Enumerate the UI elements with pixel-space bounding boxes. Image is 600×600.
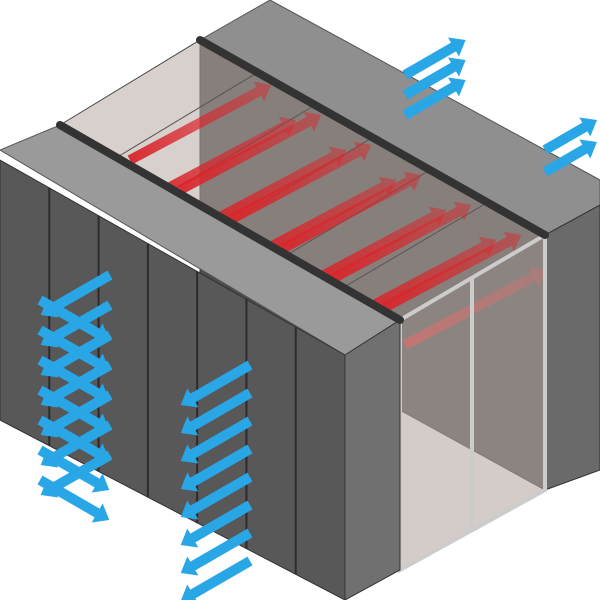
roof-divider xyxy=(116,72,258,158)
cold-air-arrow xyxy=(402,57,466,100)
cold-air-arrow xyxy=(40,270,113,318)
cold-air-arrows xyxy=(37,37,597,600)
cold-air-arrow xyxy=(542,139,597,177)
hot-air-arrow xyxy=(152,116,297,200)
cold-air-arrow xyxy=(40,300,113,348)
hot-air-arrow xyxy=(127,81,272,165)
front-rail xyxy=(56,121,404,324)
cold-air-arrow xyxy=(180,472,253,520)
cold-air-arrow xyxy=(180,500,253,548)
front-row-side xyxy=(344,319,401,600)
cold-air-arrow xyxy=(402,37,466,80)
cold-air-arrow xyxy=(40,450,113,498)
back-rail xyxy=(196,36,549,239)
hot-air-arrow xyxy=(277,171,422,255)
cold-air-arrow xyxy=(180,528,253,576)
hot-air-arrow xyxy=(177,111,322,195)
cold-air-arrow xyxy=(542,117,597,155)
back-row-side xyxy=(544,204,600,491)
cold-air-arrow xyxy=(40,330,113,378)
hot-air-arrow xyxy=(302,206,447,290)
cold-air-arrow xyxy=(402,77,466,120)
cold-air-arrow xyxy=(180,556,253,600)
cold-air-arrow xyxy=(180,444,253,492)
cold-air-arrow xyxy=(180,360,253,408)
hot-air-arrow xyxy=(327,201,472,285)
hot-air-arrow xyxy=(227,141,372,225)
cold-air-arrow xyxy=(180,388,253,436)
cold-air-arrow xyxy=(40,420,113,468)
hot-air-arrow xyxy=(252,176,397,260)
hot-air-arrow xyxy=(202,146,347,230)
cold-air-arrow xyxy=(40,390,113,438)
cold-air-arrow xyxy=(180,416,253,464)
hot-air-arrow xyxy=(352,236,497,320)
hot-air-arrow xyxy=(377,231,522,315)
front-row-front-face xyxy=(0,159,346,600)
cold-air-arrow xyxy=(40,360,113,408)
